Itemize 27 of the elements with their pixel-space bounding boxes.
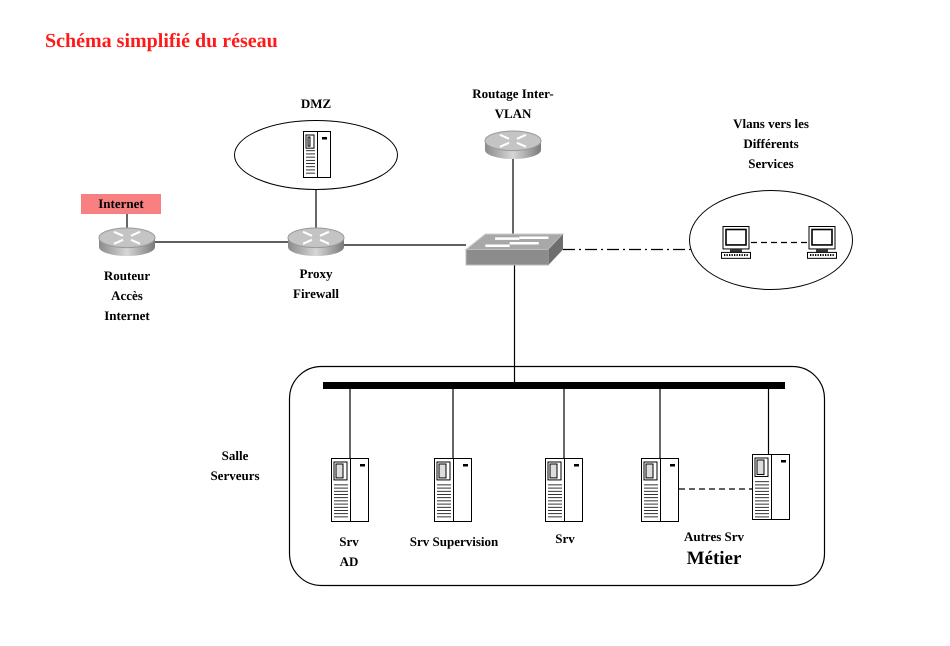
node-label: Srv — [554, 530, 576, 548]
network-link — [155, 241, 288, 243]
network-link — [512, 159, 514, 234]
network-link — [315, 190, 317, 228]
group-label: Autres Srv — [682, 528, 746, 546]
node-label: Proxy Firewall — [292, 265, 340, 303]
network-link — [659, 389, 661, 458]
network-link — [452, 389, 454, 458]
network-link — [349, 389, 351, 458]
node-label: Routage Inter-VLAN — [471, 85, 555, 123]
dashed-link — [679, 488, 752, 490]
group-label: Métier — [686, 547, 742, 571]
node-label: Srv AD — [338, 533, 360, 571]
network-link — [563, 389, 565, 458]
internet-tag: Internet — [81, 194, 161, 214]
dashed-link — [563, 248, 690, 250]
diagram-title: Schéma simplifié du réseau — [45, 30, 278, 53]
node-label: Salle Serveurs — [209, 447, 261, 485]
network-link — [344, 244, 466, 246]
network-link — [514, 265, 516, 382]
node-label: Vlans vers les Différents Services — [732, 115, 810, 173]
dashed-link — [751, 242, 807, 244]
node-label: DMZ — [300, 95, 332, 113]
node-label: Srv Supervision — [408, 533, 500, 551]
network-link — [126, 214, 128, 228]
network-link — [768, 389, 770, 454]
node-label: Routeur Accès Internet — [102, 267, 152, 325]
